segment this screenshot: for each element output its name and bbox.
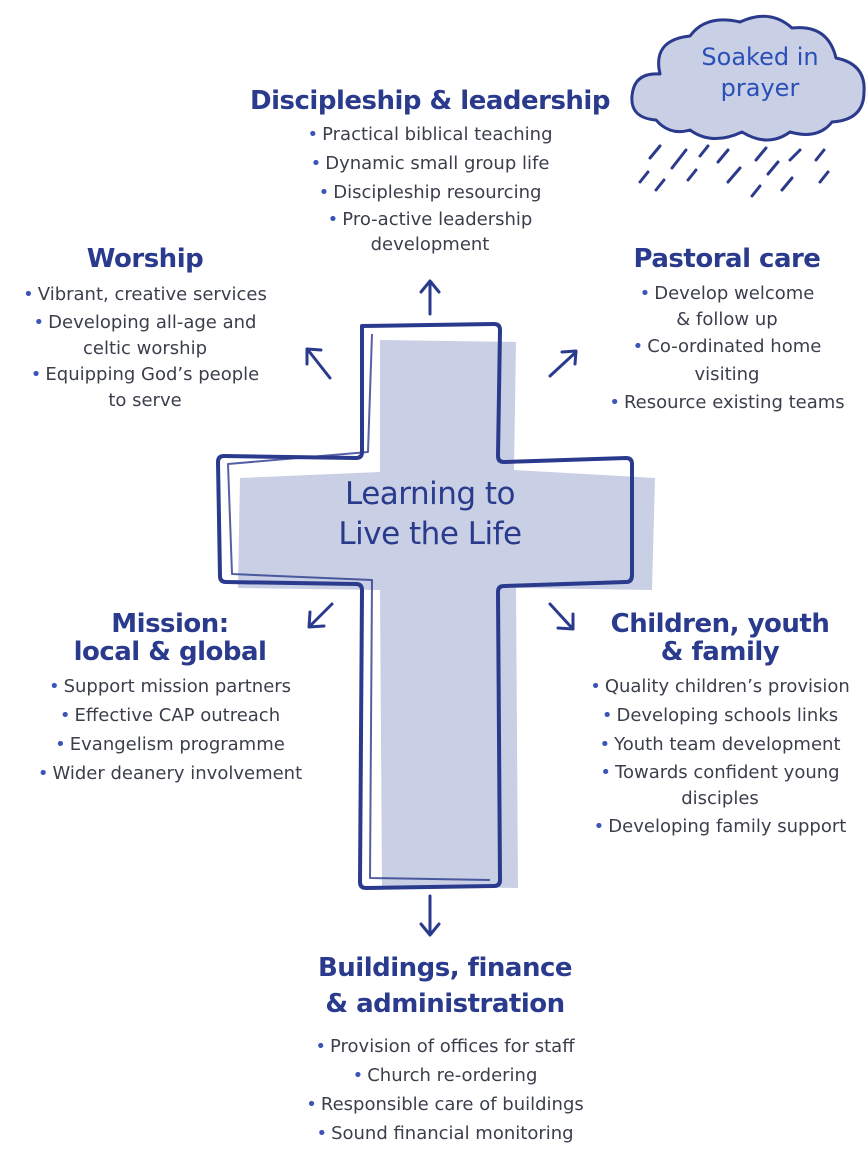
bullet-icon: •	[639, 283, 651, 304]
arrow-down-icon	[419, 894, 441, 937]
list-item: visiting	[694, 364, 760, 385]
bullet-icon: •	[307, 124, 319, 145]
list-item: •Towards confident young	[600, 762, 840, 783]
cloud-label: Soaked in prayer	[680, 42, 840, 104]
item-list: •Practical biblical teaching •Dynamic sm…	[240, 120, 620, 257]
item-list: •Provision of offices for staff •Church …	[260, 1032, 630, 1148]
bullet-icon: •	[59, 705, 71, 726]
bullet-icon: •	[352, 1065, 364, 1086]
section-pastoral: Pastoral care •Develop welcome & follow …	[586, 244, 868, 419]
list-item: •Pro-active leadership	[327, 209, 533, 230]
center-line2: Live the Life	[338, 516, 522, 552]
list-item: •Vibrant, creative services	[23, 284, 267, 305]
list-item: •Equipping God’s people	[30, 364, 260, 385]
arrow-down-right-icon	[548, 602, 575, 631]
bullet-icon: •	[306, 1094, 317, 1115]
bullet-icon: •	[601, 705, 613, 726]
bullet-icon: •	[600, 762, 612, 783]
list-item: disciples	[681, 788, 759, 809]
list-item: •Practical biblical teaching	[307, 124, 553, 145]
list-item: •Youth team development	[599, 734, 841, 755]
list-item: to serve	[108, 390, 182, 411]
rain-icon	[638, 144, 830, 198]
section-title: Pastoral care	[633, 244, 821, 274]
section-discipleship: Discipleship & leadership •Practical bib…	[240, 86, 620, 257]
list-item: •Quality children’s provision	[590, 676, 850, 697]
bullet-icon: •	[609, 392, 620, 413]
list-item: •Church re-ordering	[352, 1065, 538, 1086]
list-item: •Discipleship resourcing	[318, 182, 542, 203]
item-list: •Vibrant, creative services •Developing …	[0, 280, 290, 413]
list-item: •Developing schools links	[601, 705, 839, 726]
bullet-icon: •	[315, 1036, 326, 1057]
bullet-icon: •	[590, 676, 601, 697]
section-title: Discipleship & leadership	[250, 86, 610, 116]
bullet-icon: •	[55, 734, 66, 755]
bullet-icon: •	[23, 284, 34, 305]
list-item: & follow up	[676, 309, 778, 330]
bullet-icon: •	[33, 312, 45, 333]
bullet-icon: •	[48, 676, 60, 697]
center-label: Learning to Live the Life	[300, 474, 560, 554]
list-item: development	[370, 234, 490, 255]
section-title: Children, youth & family	[610, 609, 830, 667]
bullet-icon: •	[632, 336, 644, 357]
list-item: •Sound financial monitoring	[316, 1123, 574, 1144]
list-item: •Develop welcome	[639, 283, 815, 304]
list-item: •Evangelism programme	[55, 734, 285, 755]
list-item: •Support mission partners	[48, 676, 292, 697]
item-list: •Develop welcome & follow up •Co-ordinat…	[586, 280, 868, 419]
list-item: •Co-ordinated home	[632, 336, 822, 357]
list-item: •Wider deanery involvement	[37, 763, 303, 784]
bullet-icon: •	[318, 182, 330, 203]
list-item: •Resource existing teams	[609, 392, 845, 413]
arrow-up-left-icon	[305, 347, 332, 380]
list-item: •Developing family support	[593, 816, 847, 837]
section-worship: Worship •Vibrant, creative services •Dev…	[0, 244, 290, 413]
center-line1: Learning to	[344, 476, 516, 512]
section-title: Mission: local & global	[73, 609, 267, 667]
item-list: •Quality children’s provision •Developin…	[572, 672, 868, 843]
bullet-icon: •	[37, 763, 49, 784]
arrow-up-right-icon	[548, 349, 578, 378]
section-title: Worship	[86, 244, 204, 274]
section-children: Children, youth & family •Quality childr…	[572, 610, 868, 843]
cloud-icon	[630, 14, 866, 142]
section-title: Buildings, finance & administration	[317, 953, 573, 1019]
bullet-icon: •	[327, 209, 339, 230]
arrow-down-left-icon	[307, 602, 334, 629]
arrow-up-icon	[419, 279, 441, 316]
item-list: •Support mission partners •Effective CAP…	[20, 672, 320, 788]
list-item: •Effective CAP outreach	[59, 705, 281, 726]
bullet-icon: •	[599, 734, 611, 755]
section-mission: Mission: local & global •Support mission…	[20, 610, 320, 788]
list-item: celtic worship	[83, 338, 207, 359]
section-buildings: Buildings, finance & administration •Pro…	[260, 950, 630, 1148]
cross-outline	[216, 322, 634, 890]
bullet-icon: •	[316, 1123, 328, 1144]
list-item: •Provision of offices for staff	[315, 1036, 575, 1057]
bullet-icon: •	[593, 816, 605, 837]
bullet-icon: •	[310, 153, 322, 174]
list-item: •Dynamic small group life	[310, 153, 550, 174]
cloud-line2: prayer	[720, 74, 800, 102]
cross-inner-line	[227, 333, 491, 881]
cloud-line1: Soaked in	[701, 43, 819, 71]
cross-fill	[238, 340, 655, 888]
list-item: •Developing all-age and	[33, 312, 257, 333]
bullet-icon: •	[30, 364, 42, 385]
list-item: •Responsible care of buildings	[306, 1094, 584, 1115]
